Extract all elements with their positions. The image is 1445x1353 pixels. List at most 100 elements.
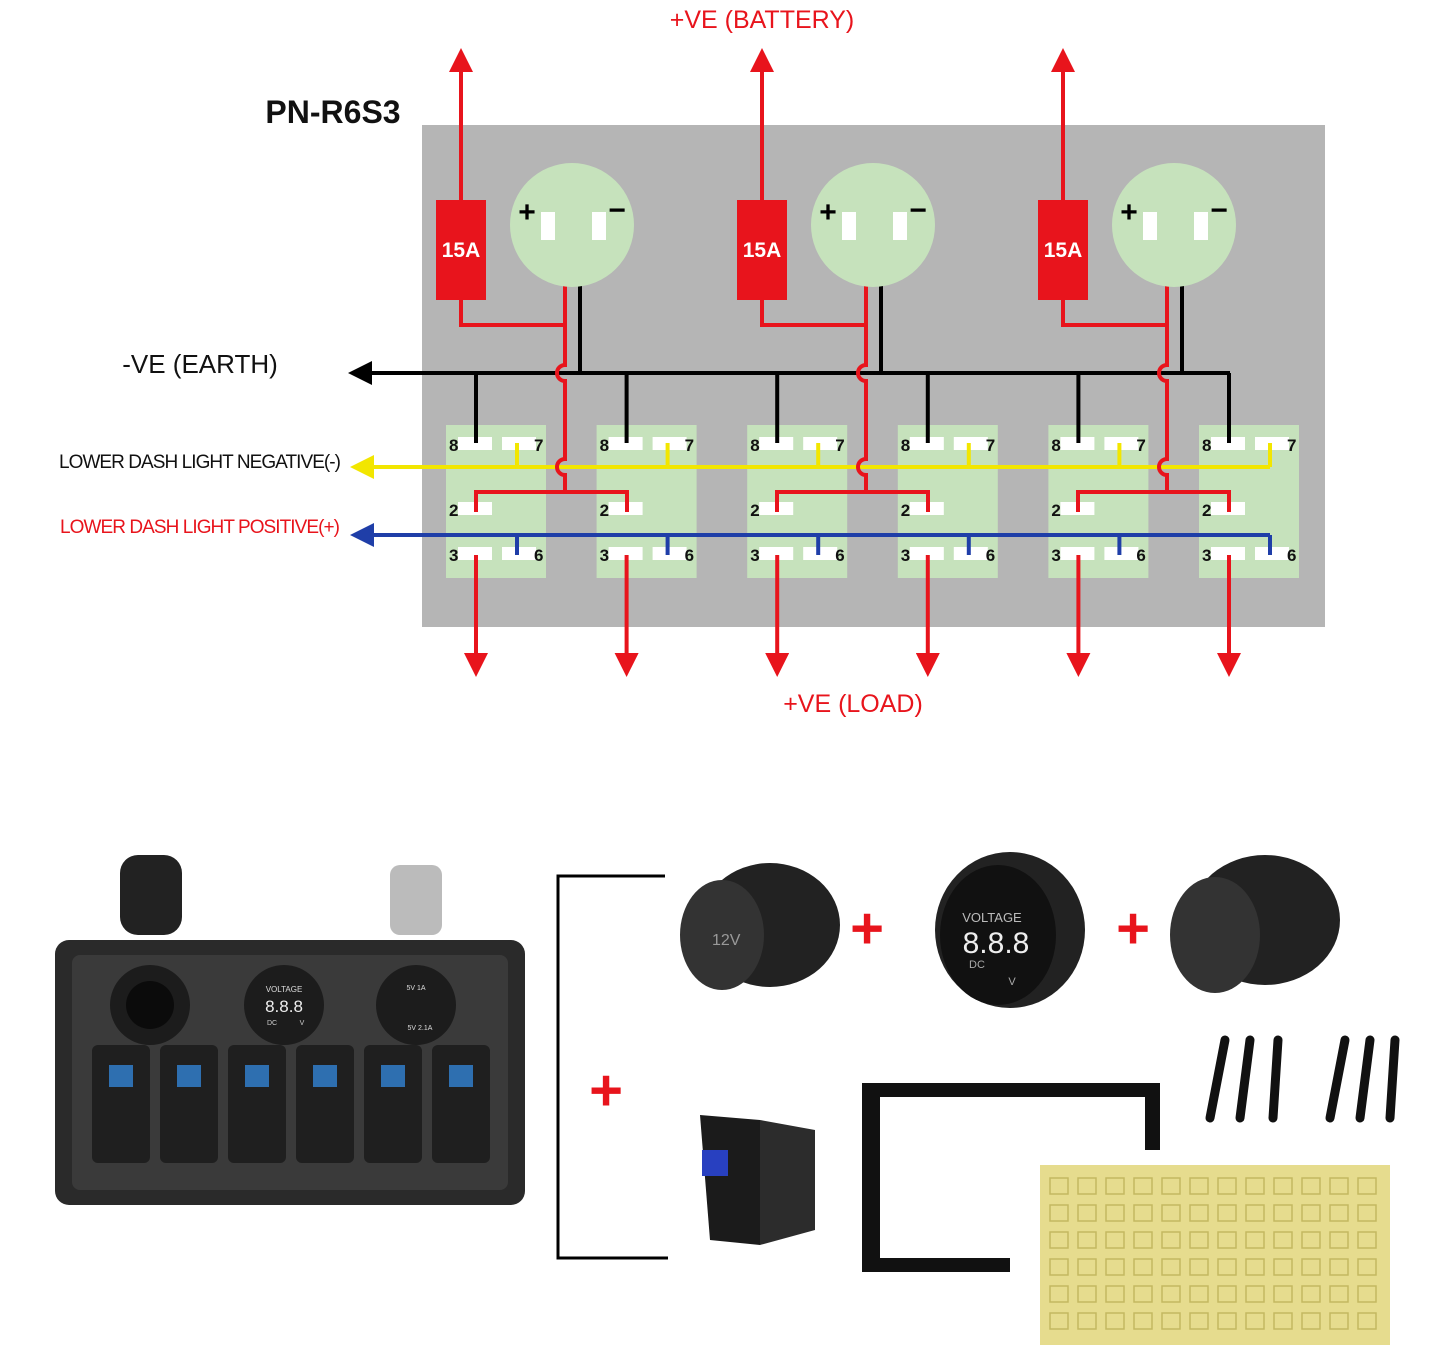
panel-rocker [364, 1045, 422, 1163]
svg-text:DC: DC [267, 1020, 277, 1027]
switch-pin-label: 8 [449, 436, 458, 455]
switch-pin-pad [608, 437, 643, 450]
rocker-indicator [109, 1065, 133, 1087]
switch-pin-pad [1060, 547, 1095, 560]
plus-sign: + [589, 1058, 623, 1123]
sticker-icon [1245, 1312, 1265, 1330]
sticker-icon [1273, 1312, 1293, 1330]
switch-pin-pad [1060, 437, 1095, 450]
sticker-icon [1077, 1231, 1097, 1249]
sticker-icon [1161, 1312, 1181, 1330]
sticker-icon [1301, 1177, 1321, 1195]
fuse-label: 15A [1044, 239, 1083, 262]
switch-pin-label: 3 [600, 546, 609, 565]
meter-minus-label: − [909, 194, 927, 227]
sticker-icon [1273, 1204, 1293, 1222]
switch-pin-label: 8 [901, 436, 910, 455]
meter-minus-label: − [1210, 194, 1228, 227]
switch-pin-label: 6 [1287, 546, 1296, 565]
sticker-icon [1329, 1258, 1349, 1276]
sticker-icon [1189, 1177, 1209, 1195]
sticker-icon [1217, 1285, 1237, 1303]
switch-pin-label: 3 [901, 546, 910, 565]
sticker-icon [1217, 1258, 1237, 1276]
svg-text:VOLTAGE: VOLTAGE [962, 910, 1022, 925]
meter-pad [893, 212, 907, 240]
screw [1385, 1035, 1400, 1123]
meter-minus-label: − [608, 194, 626, 227]
sticker-icon [1049, 1285, 1069, 1303]
sticker-icon [1133, 1312, 1153, 1330]
switch-pin-label: 6 [685, 546, 694, 565]
switch-pin-pad [1211, 437, 1245, 450]
meter-plus-label: + [518, 196, 536, 229]
model-label: PN-R6S3 [265, 94, 400, 130]
sticker-icon [1189, 1285, 1209, 1303]
screw [1355, 1035, 1375, 1123]
fuse-to-meter-wire [1061, 300, 1167, 327]
sticker-icon [1273, 1285, 1293, 1303]
switch-pin-label: 2 [1202, 501, 1211, 520]
switch-pin-label: 7 [1136, 436, 1145, 455]
switch-pin-pad [759, 437, 794, 450]
sticker-icon [1329, 1204, 1349, 1222]
icon-sticker-sheet [1040, 1165, 1390, 1345]
sticker-icon [1245, 1231, 1265, 1249]
sticker-icon [1049, 1204, 1069, 1222]
switch-pin-label: 7 [534, 436, 543, 455]
sticker-icon [1357, 1231, 1377, 1249]
plus-sign: + [850, 896, 884, 961]
earth-label: -VE (EARTH) [122, 349, 278, 379]
switch-pin-pad [458, 547, 492, 560]
switch-pin-label: 6 [986, 546, 995, 565]
svg-text:12V: 12V [712, 932, 741, 949]
switch-pin-label: 3 [1202, 546, 1211, 565]
switch-pin-label: 7 [986, 436, 995, 455]
rocker-indicator [177, 1065, 201, 1087]
sticker-icon [1245, 1204, 1265, 1222]
sticker-icon [1189, 1231, 1209, 1249]
sticker-icon [1217, 1312, 1237, 1330]
svg-text:V: V [1008, 976, 1016, 988]
meter-plus-label: + [819, 196, 837, 229]
switch-pin-label: 8 [600, 436, 609, 455]
sticker-icon [1049, 1231, 1069, 1249]
switch-pin-label: 8 [1051, 436, 1060, 455]
switch-panel-photo: VOLTAGE 8.8.8 DC V 5V 1A 5V 2.1A [55, 855, 525, 1205]
switch-pin-label: 2 [1051, 501, 1060, 520]
positive-feed-wire [474, 223, 629, 512]
rocker-switch [700, 1115, 815, 1245]
sticker-icon [1077, 1312, 1097, 1330]
sticker-icon [1161, 1177, 1181, 1195]
sticker-icon [1105, 1312, 1125, 1330]
sticker-icon [1217, 1177, 1237, 1195]
switch-pin-label: 3 [750, 546, 759, 565]
fuse-to-meter-wire [760, 300, 866, 327]
fuse [1038, 200, 1088, 300]
fuse-label: 15A [442, 239, 481, 262]
sticker-icon [1133, 1285, 1153, 1303]
load-label: +VE (LOAD) [783, 690, 923, 718]
switch-pin-label: 3 [1051, 546, 1060, 565]
cigarette-socket: 12V [680, 863, 840, 990]
sticker-icon [1301, 1285, 1321, 1303]
usb-socket [1170, 855, 1340, 993]
sticker-icon [1301, 1312, 1321, 1330]
panel-rocker [92, 1045, 150, 1163]
sticker-icon [1245, 1258, 1265, 1276]
sticker-icon [1357, 1312, 1377, 1330]
sticker-icon [1301, 1231, 1321, 1249]
switch-pin-label: 7 [835, 436, 844, 455]
switch-pin-label: 6 [534, 546, 543, 565]
screws [1205, 1035, 1400, 1123]
sticker-icon [1329, 1285, 1349, 1303]
sticker-icon [1273, 1177, 1293, 1195]
sticker-icon [1133, 1258, 1153, 1276]
svg-text:5V 2.1A: 5V 2.1A [408, 1025, 433, 1032]
meter-pad [1143, 212, 1157, 240]
switch-pin-label: 6 [835, 546, 844, 565]
sticker-icon [1245, 1285, 1265, 1303]
screw [1325, 1035, 1350, 1123]
panel-rocker [160, 1045, 218, 1163]
